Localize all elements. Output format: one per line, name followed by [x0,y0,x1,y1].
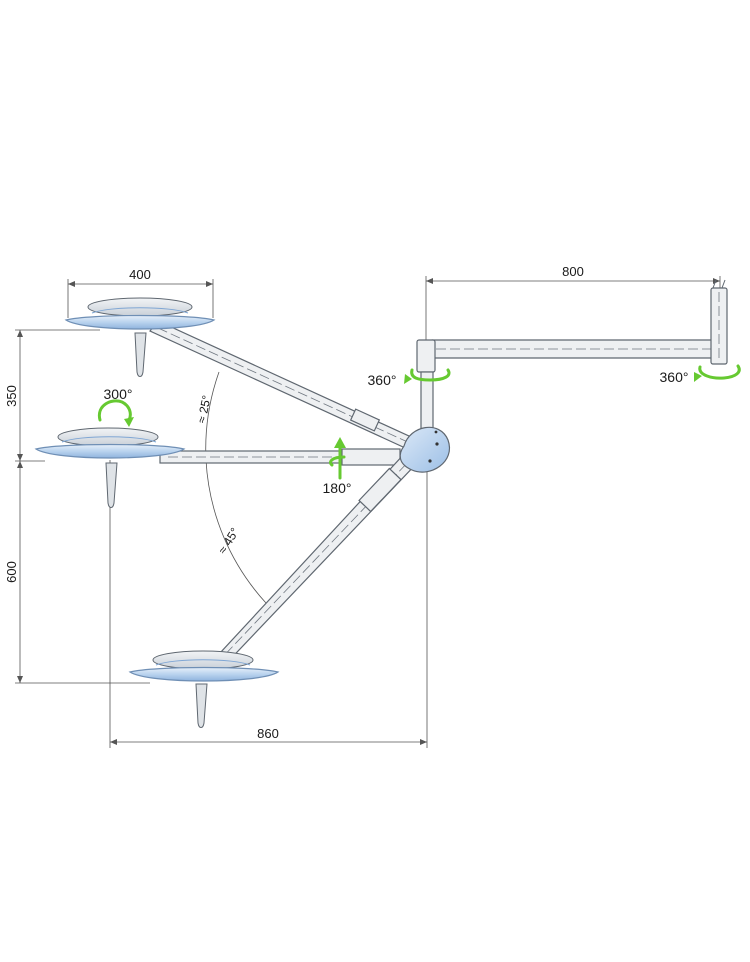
dimension-600: 600 [4,561,19,583]
dimension-400: 400 [129,267,151,282]
lamp-head-bottom [128,650,280,728]
lamp-head-top [64,297,216,377]
rotation-arrow-ceiling-mount [404,368,451,384]
angle-lower: ≈ 45° [215,525,242,556]
dimension-800: 800 [562,264,584,279]
rotation-label-lamp: 300° [104,386,133,402]
middle-arm [159,448,401,466]
central-joint [399,426,451,473]
dimension-350: 350 [4,385,19,407]
rotation-arrow-arm-pivot [694,364,741,382]
dimension-860: 860 [257,726,279,741]
rotation-arrow-spring-arm [329,437,346,480]
lamp-head-middle [34,427,186,508]
rotation-label-pivot: 360° [660,369,689,385]
rotation-arrow-lamp-head [97,399,134,427]
ceiling-arm [416,279,728,431]
rotation-label-ceiling: 360° [368,372,397,388]
angle-upper: ≈ 25° [194,394,214,425]
lower-spring-arm [206,451,419,671]
dimension-lines [15,276,721,748]
rotation-label-arm: 180° [323,480,352,496]
